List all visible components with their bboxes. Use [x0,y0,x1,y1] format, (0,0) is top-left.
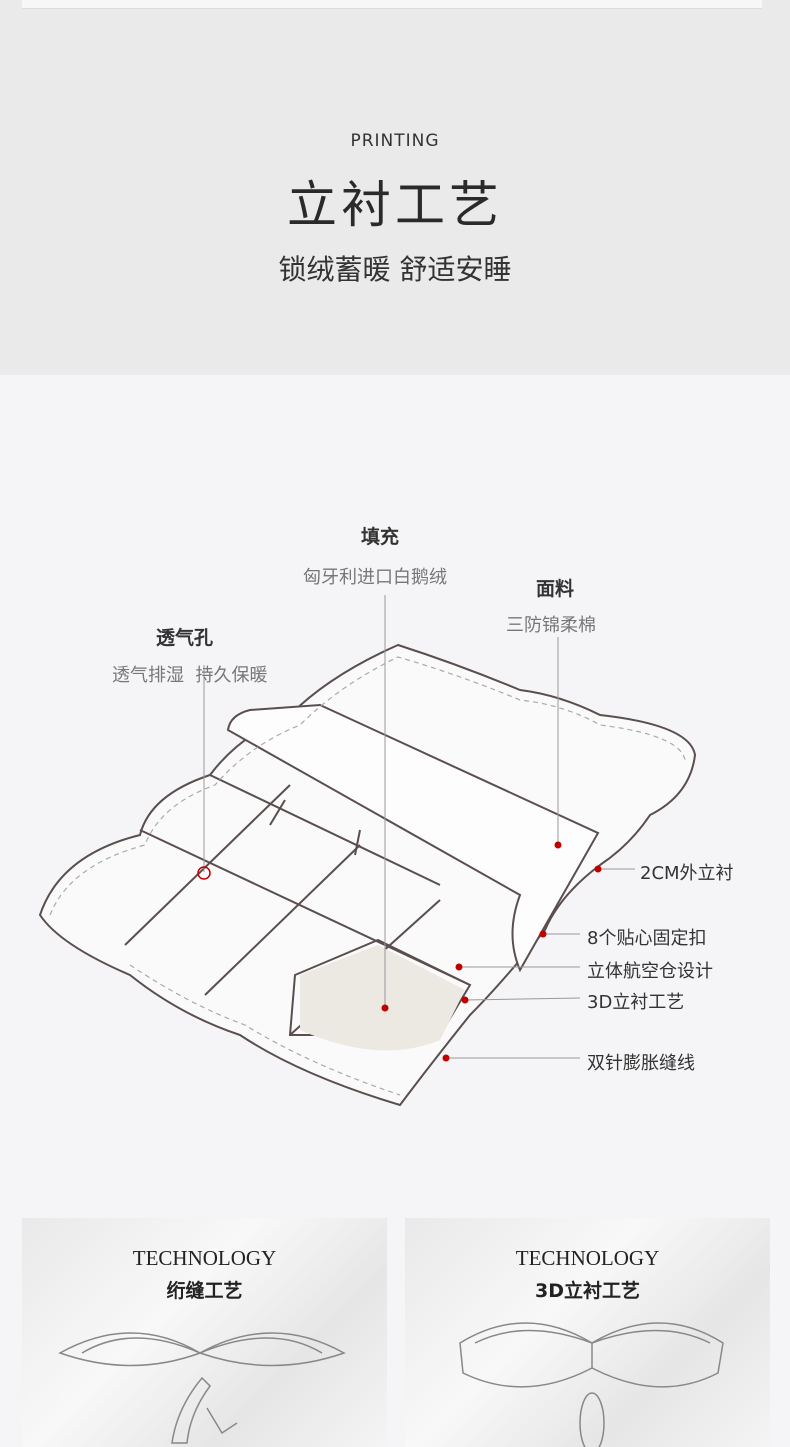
callout-3d-lining: 3D立衬工艺 [587,992,685,1013]
callout-fixing-buttons: 8个贴心固定扣 [587,928,707,949]
filling-title: 填充 [361,526,400,548]
section-title: 立衬工艺 [287,176,503,234]
quilting-illustration [58,1332,346,1444]
section-en-label: PRINTING [350,131,440,151]
card-en-label: TECHNOLOGY [515,1246,660,1270]
fabric-desc: 三防锦柔棉 [506,615,596,636]
card-title: 绗缝工艺 [166,1280,243,1302]
callout-dots [381,841,602,1062]
3d-lining-illustration [459,1322,724,1447]
technology-card-quilting: TECHNOLOGY 绗缝工艺 [22,1218,387,1447]
quilt-illustration [38,595,697,1107]
callout-outer-lining: 2CM外立衬 [640,863,734,884]
filling-desc: 匈牙利进口白鹅绒 [303,567,447,588]
card-title: 3D立衬工艺 [535,1280,640,1302]
callout-double-stitch: 双针膨胀缝线 [587,1053,695,1074]
card-en-label: TECHNOLOGY [132,1246,277,1270]
vent-title: 透气孔 [156,627,214,649]
technology-card-3d-lining: TECHNOLOGY 3D立衬工艺 [405,1218,770,1447]
hero-banner: PRINTING 立衬工艺 锁绒蓄暖 舒适安睡 [0,0,790,375]
vent-desc: 透气排湿 持久保暖 [112,665,268,686]
quilt-structure-diagram: 填充 匈牙利进口白鹅绒 面料 三防锦柔棉 透气孔 透气排湿 持久保暖 2CM外立… [0,375,790,1205]
callout-cabin-design: 立体航空仓设计 [587,961,713,982]
top-strip [22,0,762,9]
section-subtitle: 锁绒蓄暖 舒适安睡 [278,253,512,286]
fabric-title: 面料 [536,578,575,600]
